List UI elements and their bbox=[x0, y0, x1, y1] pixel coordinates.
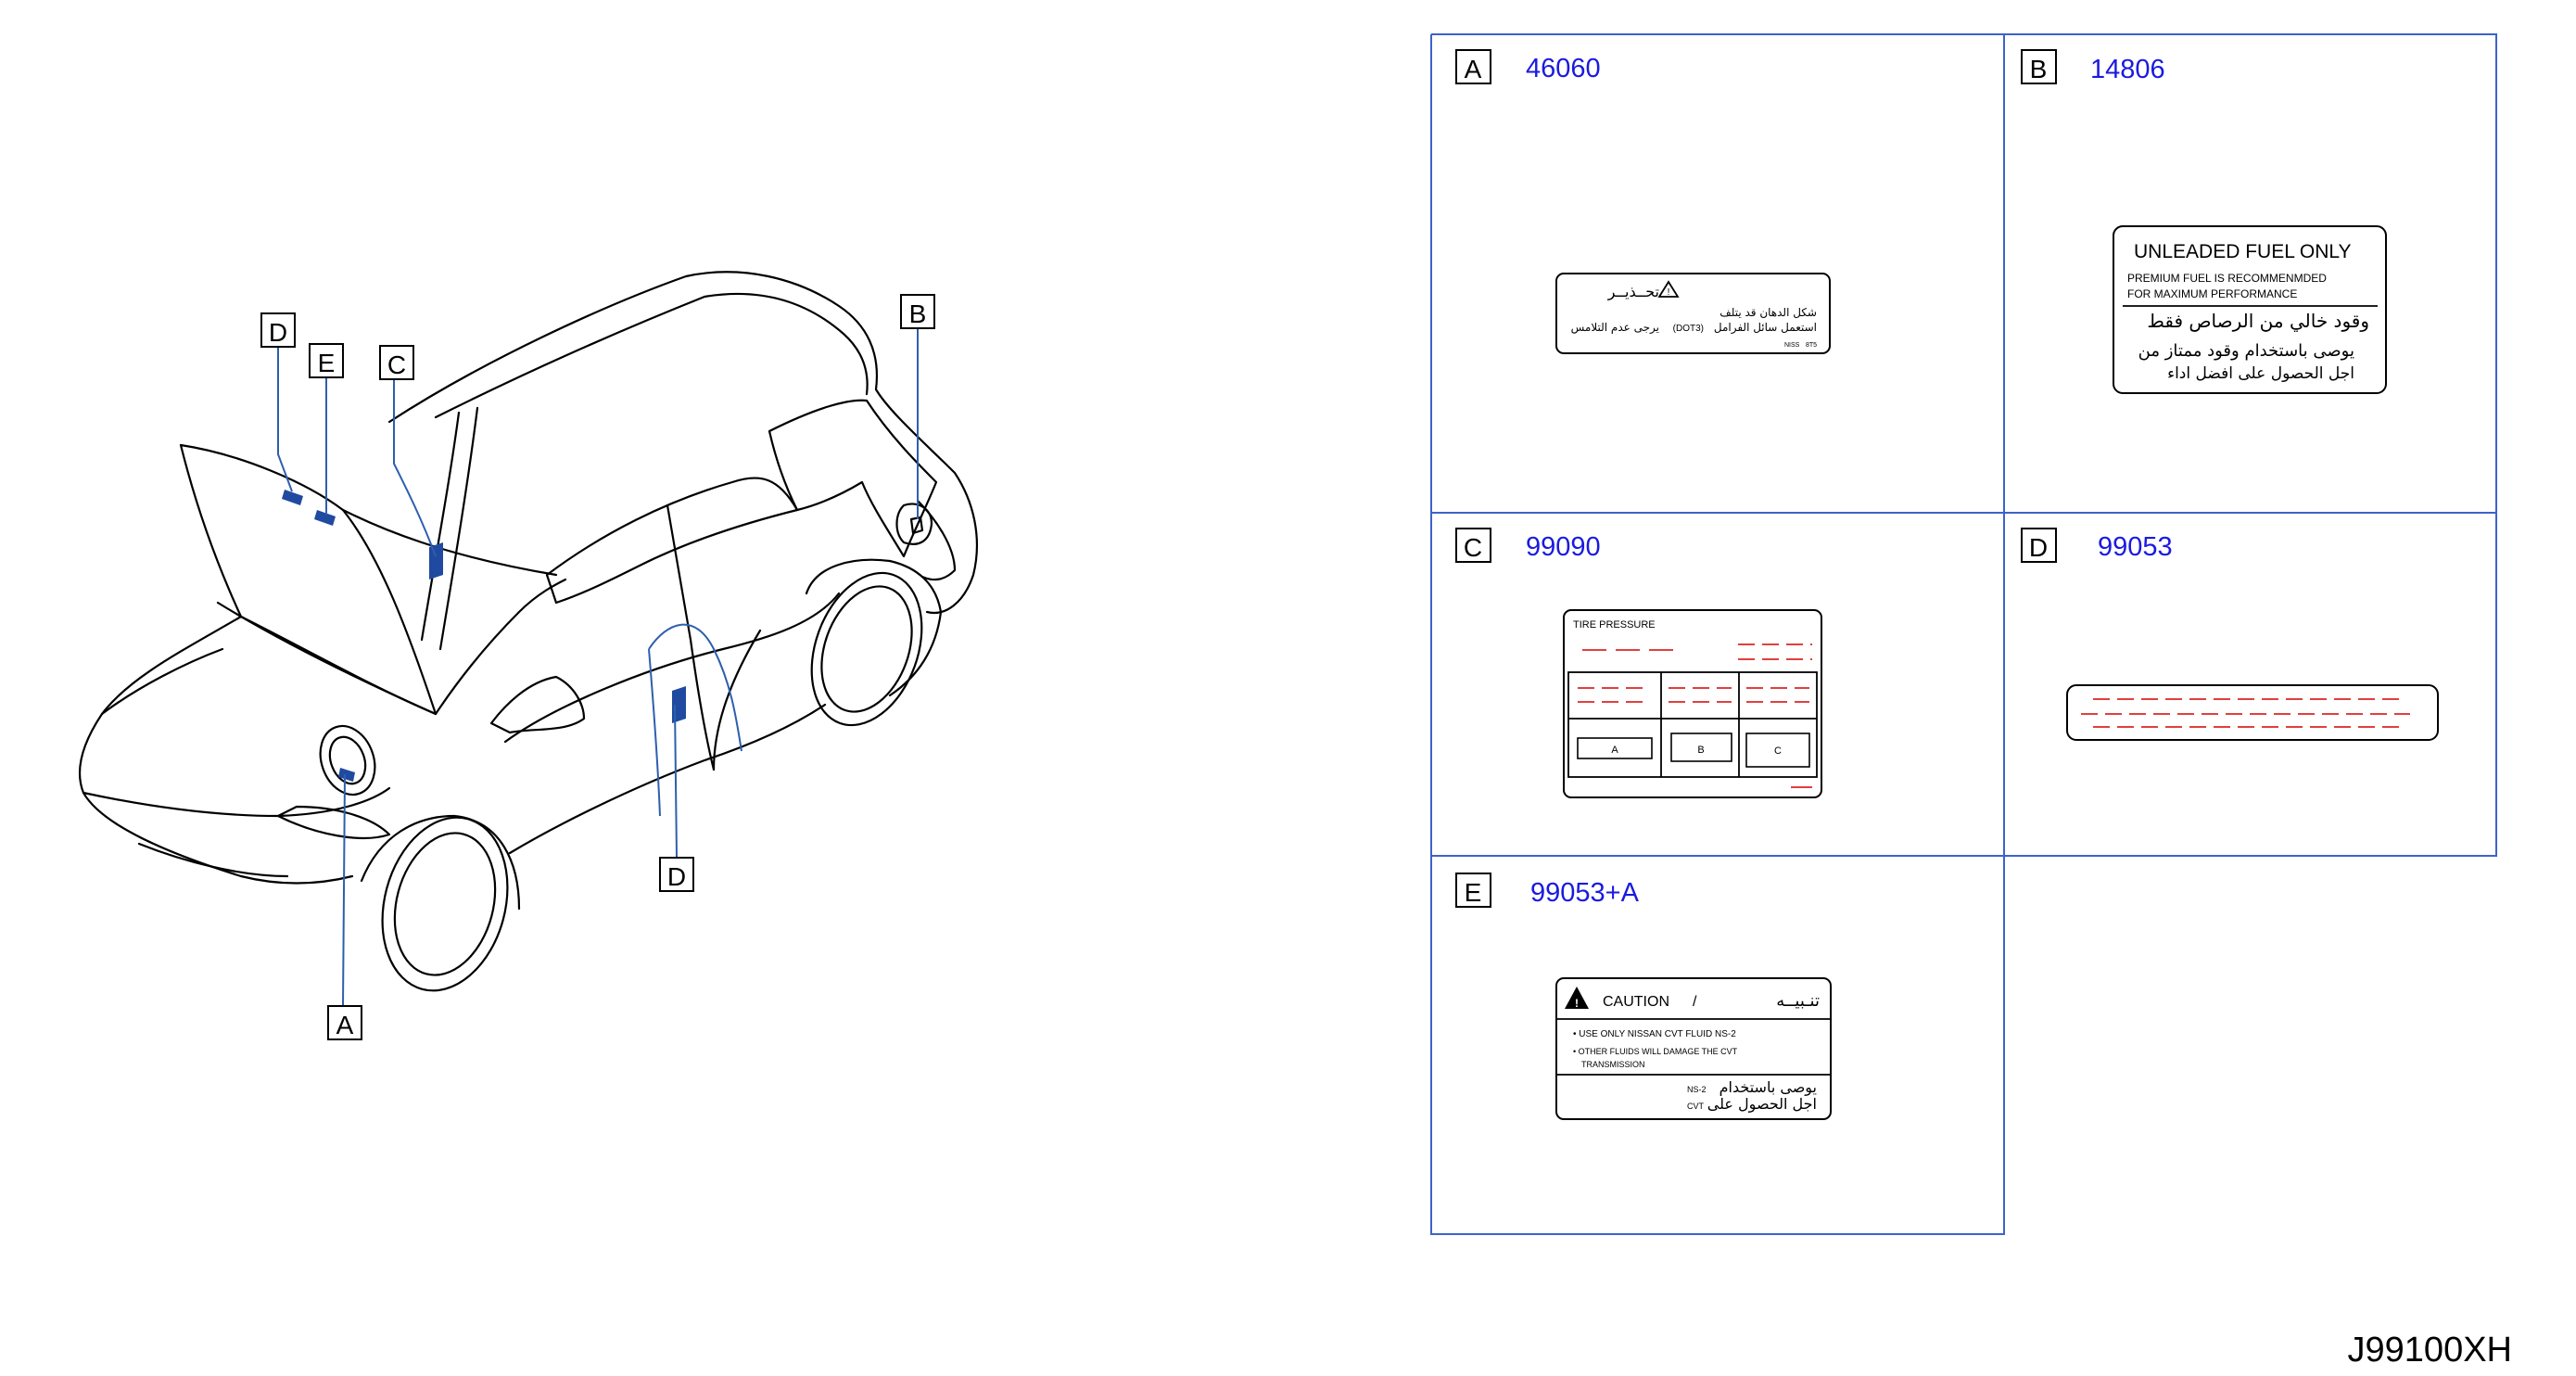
svg-text:8T5: 8T5 bbox=[1806, 342, 1817, 349]
callout-b: B bbox=[900, 294, 935, 329]
panel-c: C 99090 TIRE PRESSURE A B C bbox=[1455, 528, 1822, 798]
blank-label bbox=[2066, 684, 2439, 741]
svg-text:NS-2: NS-2 bbox=[1687, 1085, 1707, 1094]
svg-text:اجل الحصول على: اجل الحصول على bbox=[1707, 1095, 1817, 1114]
callout-d-door: D bbox=[659, 857, 694, 892]
panel-letter: B bbox=[2030, 55, 2048, 83]
panel-letter: E bbox=[1465, 878, 1482, 907]
sticker-e bbox=[314, 510, 336, 526]
part-number: 99090 bbox=[1526, 532, 1601, 562]
cvt-caution-label: ! CAUTION / تنـبيــه • USE ONLY NISSAN C… bbox=[1555, 977, 1832, 1120]
svg-text:E: E bbox=[318, 349, 336, 377]
part-number: 46060 bbox=[1526, 54, 1601, 83]
svg-text:A: A bbox=[336, 1011, 354, 1039]
diagram-id: J99100XH bbox=[2348, 1331, 2512, 1370]
panel-letter: A bbox=[1465, 55, 1482, 83]
svg-text:شكل الدهان قد يتلف: شكل الدهان قد يتلف bbox=[1719, 306, 1817, 319]
svg-text:يرجى عدم التلامس: يرجى عدم التلامس bbox=[1571, 321, 1659, 335]
svg-text:B: B bbox=[909, 299, 927, 328]
svg-text:D: D bbox=[667, 862, 686, 891]
svg-text:CAUTION: CAUTION bbox=[1603, 994, 1669, 1010]
svg-text:FOR MAXIMUM PERFORMANCE: FOR MAXIMUM PERFORMANCE bbox=[2127, 287, 2297, 300]
svg-text:استعمل سائل الفرامل: استعمل سائل الفرامل bbox=[1714, 321, 1817, 335]
panel-e: E 99053+A ! CAUTION / تنـبيــه • USE ONL… bbox=[1455, 873, 1832, 1120]
panel-letter: C bbox=[1464, 533, 1482, 562]
svg-text:D: D bbox=[269, 318, 287, 347]
callout-d-top: D bbox=[260, 312, 296, 348]
svg-text:NISS: NISS bbox=[1784, 342, 1800, 349]
svg-text:A: A bbox=[1611, 745, 1618, 756]
part-number: 99053+A bbox=[1530, 878, 1640, 908]
svg-text:B: B bbox=[1697, 745, 1704, 756]
svg-text:!: ! bbox=[1668, 287, 1670, 298]
car-illustration bbox=[79, 271, 979, 1007]
sticker-d bbox=[282, 490, 303, 505]
sticker-c bbox=[429, 542, 443, 580]
svg-text:اجل الحصول على افضل اداء: اجل الحصول على افضل اداء bbox=[2167, 364, 2354, 383]
svg-text:CVT: CVT bbox=[1687, 1102, 1705, 1111]
panel-d: D 99053 bbox=[2021, 528, 2439, 741]
callout-c: C bbox=[379, 345, 414, 380]
svg-text:يوصى باستخدام وقود ممتاز من: يوصى باستخدام وقود ممتاز من bbox=[2138, 341, 2354, 361]
label-grid bbox=[1430, 33, 2497, 1235]
brake-fluid-label: ! تحــذيــر شكل الدهان قد يتلف استعمل سا… bbox=[1555, 273, 1831, 354]
svg-text:يوصى باستخدام: يوصى باستخدام bbox=[1719, 1078, 1817, 1097]
callout-a: A bbox=[327, 1005, 362, 1040]
svg-text:UNLEADED FUEL ONLY: UNLEADED FUEL ONLY bbox=[2134, 241, 2352, 262]
svg-text:C: C bbox=[1774, 745, 1782, 757]
panel-letter: D bbox=[2029, 533, 2048, 562]
svg-text:TRANSMISSION: TRANSMISSION bbox=[1581, 1060, 1645, 1069]
svg-text:(DOT3): (DOT3) bbox=[1673, 324, 1704, 334]
svg-text:تحــذيــر: تحــذيــر bbox=[1607, 283, 1659, 301]
panel-b: B 14806 UNLEADED FUEL ONLY PREMIUM FUEL … bbox=[2021, 49, 2387, 394]
tire-pressure-label: TIRE PRESSURE A B C bbox=[1563, 609, 1822, 798]
fuel-label: UNLEADED FUEL ONLY PREMIUM FUEL IS RECOM… bbox=[2113, 225, 2387, 394]
part-number: 99053 bbox=[2098, 532, 2173, 562]
svg-text:TIRE PRESSURE: TIRE PRESSURE bbox=[1573, 619, 1656, 631]
svg-text:وقود خالي من الرصاص فقط: وقود خالي من الرصاص فقط bbox=[2147, 310, 2369, 333]
svg-text:C: C bbox=[387, 350, 406, 379]
callout-e: E bbox=[309, 343, 344, 378]
sticker-a bbox=[338, 768, 355, 782]
svg-text:• OTHER FLUIDS WILL D: • OTHER FLUIDS WILL DAMAGE THE CVT bbox=[1573, 1047, 1738, 1056]
part-number: 14806 bbox=[2090, 55, 2165, 84]
svg-text:• USE ONLY NISSAN: • USE ONLY NISSAN CVT FLUID NS-2 bbox=[1573, 1029, 1736, 1039]
svg-text:تنـبيــه: تنـبيــه bbox=[1776, 991, 1820, 1011]
svg-text:/: / bbox=[1693, 994, 1697, 1010]
svg-text:PREMIUM FUEL IS RECOM: PREMIUM FUEL IS RECOMMENMDED bbox=[2127, 272, 2327, 285]
panel-a: A 46060 ! تحــذيــر شكل الدهان قد يتلف ا… bbox=[1455, 49, 1831, 354]
svg-text:!: ! bbox=[1575, 997, 1579, 1010]
